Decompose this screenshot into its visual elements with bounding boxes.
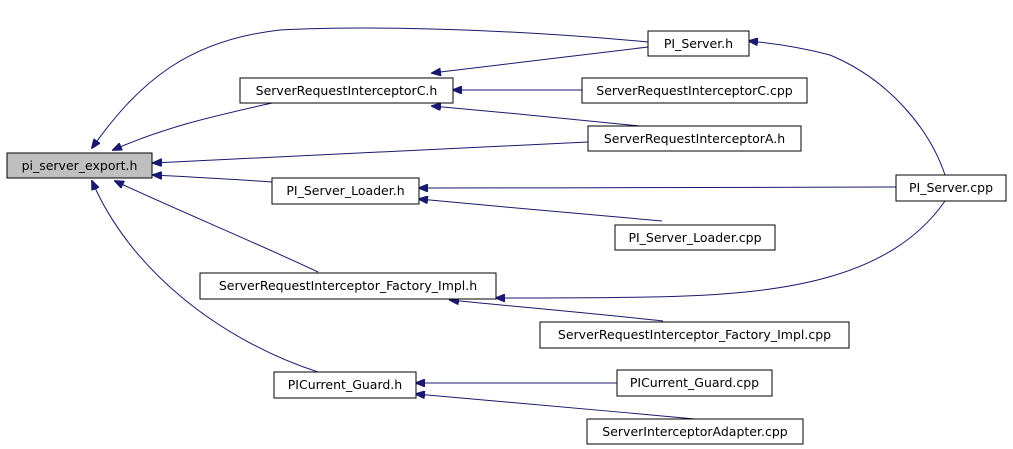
node-pi-server-cpp[interactable]: PI_Server.cpp <box>895 174 1007 202</box>
edge-picurrent-guard-h-to-export <box>92 181 319 373</box>
node-server-request-interceptor-c-cpp[interactable]: ServerRequestInterceptorC.cpp <box>581 77 808 104</box>
edge-adapter-cpp-to-guard-h <box>416 394 696 420</box>
node-label: PI_Server.cpp <box>909 180 993 195</box>
node-label: ServerRequestInterceptorC.cpp <box>596 83 793 98</box>
node-label: ServerRequestInterceptor_Factory_Impl.cp… <box>558 327 831 342</box>
node-label: PICurrent_Guard.cpp <box>630 375 759 390</box>
node-label: ServerRequestInterceptorC.h <box>256 83 438 98</box>
node-server-request-interceptor-factory-impl-cpp[interactable]: ServerRequestInterceptor_Factory_Impl.cp… <box>539 321 850 349</box>
node-label: ServerRequestInterceptorA.h <box>604 131 785 146</box>
node-label: pi_server_export.h <box>22 158 138 173</box>
node-pi-server-export-h[interactable]: pi_server_export.h <box>6 152 153 179</box>
node-label: ServerInterceptorAdapter.cpp <box>602 424 787 439</box>
node-label: PI_Server_Loader.cpp <box>628 230 761 245</box>
edge-factory-impl-cpp-to-factory-impl-h <box>450 300 664 322</box>
node-server-interceptor-adapter-cpp[interactable]: ServerInterceptorAdapter.cpp <box>586 418 804 445</box>
edge-factory-impl-h-to-export <box>115 181 319 273</box>
node-pi-server-loader-cpp[interactable]: PI_Server_Loader.cpp <box>614 224 776 251</box>
edge-srv-req-int-a-h-to-export <box>153 141 589 163</box>
edge-pi-server-h-to-c-h <box>432 46 649 73</box>
edge-srv-req-int-c-h-to-export <box>113 102 273 150</box>
node-label: PI_Server_Loader.h <box>286 183 404 198</box>
node-pi-server-h[interactable]: PI_Server.h <box>647 30 750 57</box>
node-server-request-interceptor-c-h[interactable]: ServerRequestInterceptorC.h <box>239 77 454 104</box>
node-picurrent-guard-cpp[interactable]: PICurrent_Guard.cpp <box>616 369 773 397</box>
edge-pi-server-cpp-to-pi-server-h <box>749 41 946 176</box>
node-label: ServerRequestInterceptor_Factory_Impl.h <box>219 278 477 293</box>
edge-pi-server-cpp-to-loader-h <box>419 187 897 188</box>
node-pi-server-loader-h[interactable]: PI_Server_Loader.h <box>271 177 420 205</box>
node-server-request-interceptor-a-h[interactable]: ServerRequestInterceptorA.h <box>587 125 802 152</box>
edge-pi-server-cpp-to-factory-impl-h <box>496 200 946 298</box>
node-label: PICurrent_Guard.h <box>288 377 402 392</box>
node-server-request-interceptor-factory-impl-h[interactable]: ServerRequestInterceptor_Factory_Impl.h <box>199 272 497 300</box>
edge-pi-server-loader-h-to-export <box>153 175 273 183</box>
edge-loader-cpp-to-loader-h <box>419 199 663 222</box>
nodes: pi_server_export.h PI_Server.h ServerReq… <box>6 30 1007 445</box>
edges <box>92 27 946 420</box>
edge-a-h-to-c-h <box>432 106 641 127</box>
node-picurrent-guard-h[interactable]: PICurrent_Guard.h <box>273 371 417 399</box>
node-label: PI_Server.h <box>664 36 733 51</box>
edge-pi-server-h-to-export <box>92 27 649 148</box>
